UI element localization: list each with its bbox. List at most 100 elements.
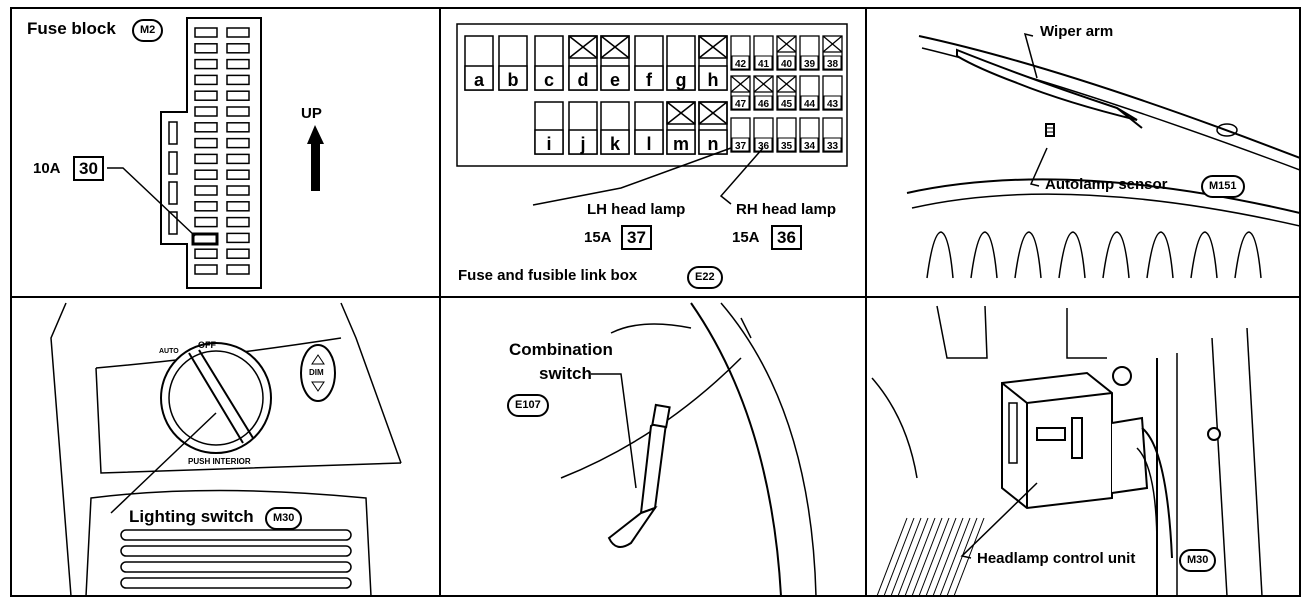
autolamp-sensor-connector: M151 [1201, 175, 1245, 198]
fuse-cross [776, 35, 797, 53]
hatch-line [925, 517, 957, 596]
fuse-number-box [800, 95, 819, 110]
fuse-slot [194, 185, 218, 196]
fuse-cross [822, 35, 843, 53]
fuse-number-box [823, 95, 842, 110]
hatch-line [883, 517, 915, 596]
fusible-link-cross [600, 35, 630, 59]
hatch-line [897, 517, 929, 596]
fusible-link-label-box [634, 65, 664, 91]
lighting-switch-connector: M30 [265, 507, 303, 530]
fusible-link-label-box [568, 129, 598, 155]
fuse-cross [753, 75, 774, 93]
fuse-slot [194, 58, 218, 70]
vent-slot [1234, 231, 1262, 279]
fuse-slot [194, 248, 218, 259]
fusible-link-letter: j [579, 134, 585, 154]
dim-marking: DIM [309, 368, 324, 377]
vent-louver [120, 545, 352, 557]
hatch-line [939, 517, 971, 596]
fuse-number-box: 30 [73, 156, 104, 181]
vent-louver [120, 529, 352, 541]
fuse-slot [226, 264, 250, 275]
headlamp-control-unit-connector: M30 [1179, 549, 1217, 572]
hatch-line [876, 517, 908, 596]
fuse-slot [226, 58, 250, 70]
fusible-link-cross [698, 35, 728, 59]
fusible-link-cross [666, 101, 696, 125]
fuse-number-box [731, 95, 750, 110]
fusible-link-letter: n [708, 134, 719, 154]
fuse-number: 36 [758, 141, 770, 152]
fuse-slot [194, 74, 218, 86]
vent-slot [1190, 231, 1218, 279]
fusible-link-label-box [534, 129, 564, 155]
fuse-slot [194, 90, 218, 101]
fuse-number: 38 [827, 59, 839, 70]
fuse-number-box [731, 137, 750, 152]
hatch-line [904, 517, 936, 596]
fusible-link-label-box [666, 129, 696, 155]
lighting-switch-drawing [50, 302, 402, 596]
fuse-number-box [800, 137, 819, 152]
fuse-slot [226, 185, 250, 196]
fusible-link-letter: h [708, 70, 719, 90]
side-slot [168, 151, 178, 175]
off-marking: OFF [198, 340, 216, 350]
fuse-slot [226, 232, 250, 244]
side-slot [168, 121, 178, 145]
vent-slot [970, 231, 998, 279]
fuse-slot [226, 216, 250, 228]
up-arrow-label: UP [301, 105, 322, 122]
fuse-number-box [800, 55, 819, 70]
hatch-line [946, 517, 978, 596]
fuse-slot [194, 216, 218, 228]
vent-louver [120, 561, 352, 573]
fuse-rating: 10A [33, 160, 61, 177]
fuse-slot [226, 201, 250, 212]
fuse-slot [194, 153, 218, 165]
fuse-slot [194, 169, 218, 180]
fuse-number: 41 [758, 59, 770, 70]
fuse-number-box [823, 137, 842, 152]
fuse-slot [194, 122, 218, 133]
fusible-link-label-box [498, 65, 528, 91]
fuse-number: 46 [758, 99, 770, 110]
fusible-link-letter: b [508, 70, 519, 90]
lh-fuse-box: 37 [621, 225, 652, 250]
side-slot [168, 181, 178, 205]
headlamp-unit-drawing [871, 305, 1263, 596]
vent-slot [1146, 231, 1174, 279]
fusible-link-cross [698, 101, 728, 125]
fuse-slot [194, 201, 218, 212]
rh-fuse-box: 36 [771, 225, 802, 250]
fusible-link-cross-box [600, 35, 630, 59]
fusible-link-label-box [600, 65, 630, 91]
fuse-block-title: Fuse block [27, 19, 116, 38]
fuse-number: 35 [781, 141, 793, 152]
fusible-link-label-box [634, 129, 664, 155]
fuse-box-connector: E22 [687, 266, 723, 289]
combination-switch-connector: E107 [507, 394, 549, 417]
fuse-slot [226, 122, 250, 133]
fusible-link-label-box [698, 129, 728, 155]
rh-rating: 15A [732, 229, 760, 246]
fuse-cross [730, 75, 751, 93]
fuse-number-box [754, 137, 773, 152]
panel-fuse-block: Fuse block M2 10A 30 UP [11, 8, 440, 297]
fusible-link-cross [568, 35, 598, 59]
fuse-slot [194, 264, 218, 275]
fuse-cross [776, 75, 797, 93]
lighting-switch-label: Lighting switch [129, 507, 254, 526]
fuse-number: 43 [827, 99, 839, 110]
hatch-line [918, 517, 950, 596]
vent-slot [1014, 231, 1042, 279]
combination-switch-label-2: switch [539, 364, 592, 383]
panel-combination-switch: Combination switch E107 [441, 298, 866, 596]
fusible-link-label-box [464, 65, 494, 91]
panel-autolamp-sensor: Wiper arm Autolamp sensor M151 [867, 8, 1300, 297]
fuse-number-box [777, 95, 796, 110]
fusible-link-label-box [534, 65, 564, 91]
hatch-line [890, 517, 922, 596]
